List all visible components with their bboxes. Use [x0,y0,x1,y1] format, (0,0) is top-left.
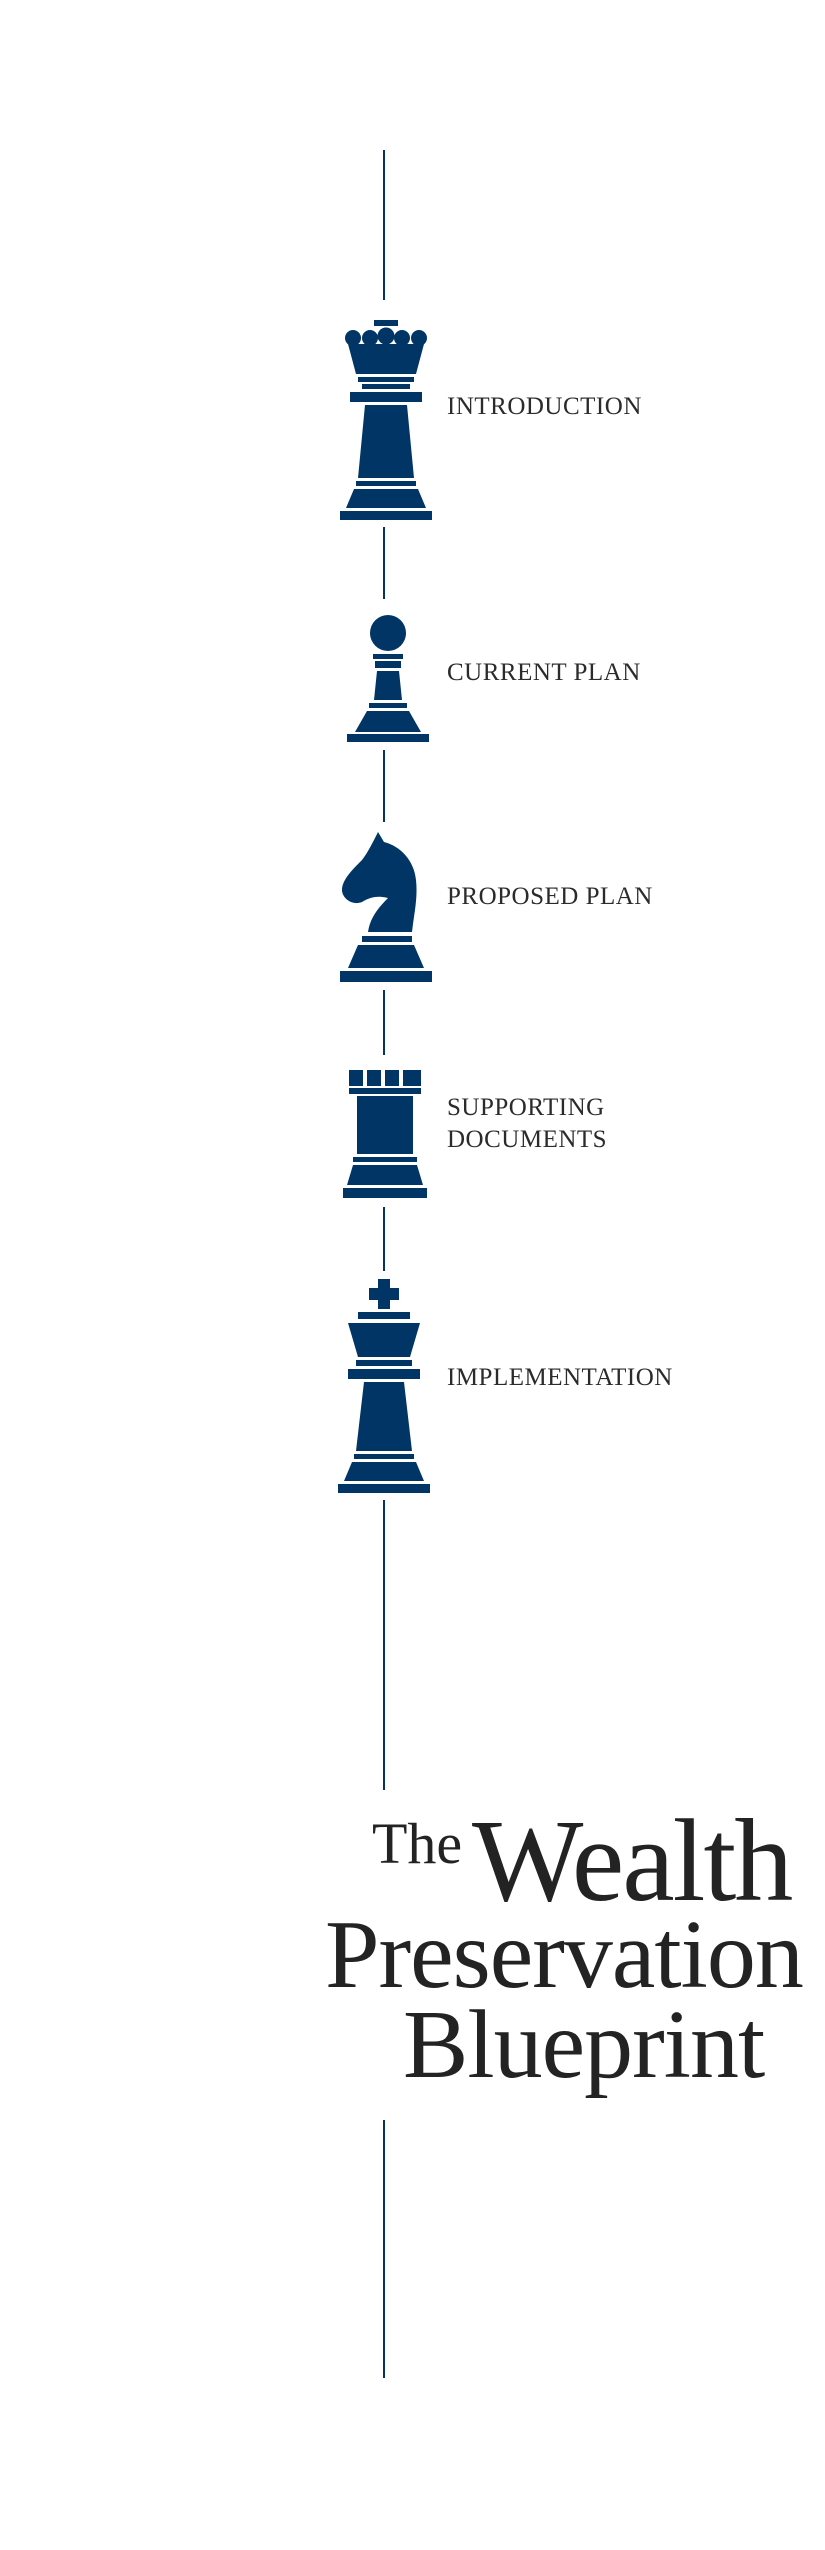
timeline-line-bottom [383,2120,385,2378]
timeline-line-segment [383,990,385,1055]
timeline-line-segment [383,750,385,822]
section-label-implementation[interactable]: IMPLEMENTATION [447,1364,673,1391]
title-blueprint: Blueprint [403,1991,765,2099]
title-the: The [372,1811,463,1876]
knight-icon [338,832,434,984]
timeline-line-segment [383,527,385,599]
section-label-supporting[interactable]: SUPPORTING [447,1094,605,1121]
title-wealth: Wealth [472,1795,793,1926]
timeline-line-segment [383,1500,385,1790]
pawn-icon [347,614,429,742]
queen-icon [338,318,434,520]
title-preservation: Preservation [325,1901,804,2009]
section-label-current-plan[interactable]: CURRENT PLAN [447,659,641,686]
king-icon [336,1279,432,1493]
rook-icon [343,1070,427,1198]
timeline-line-segment [383,1207,385,1271]
section-label-introduction[interactable]: INTRODUCTION [447,393,642,420]
section-label-proposed-plan[interactable]: PROPOSED PLAN [447,883,653,910]
section-label-documents[interactable]: DOCUMENTS [447,1126,608,1153]
timeline-line-top [383,150,385,300]
